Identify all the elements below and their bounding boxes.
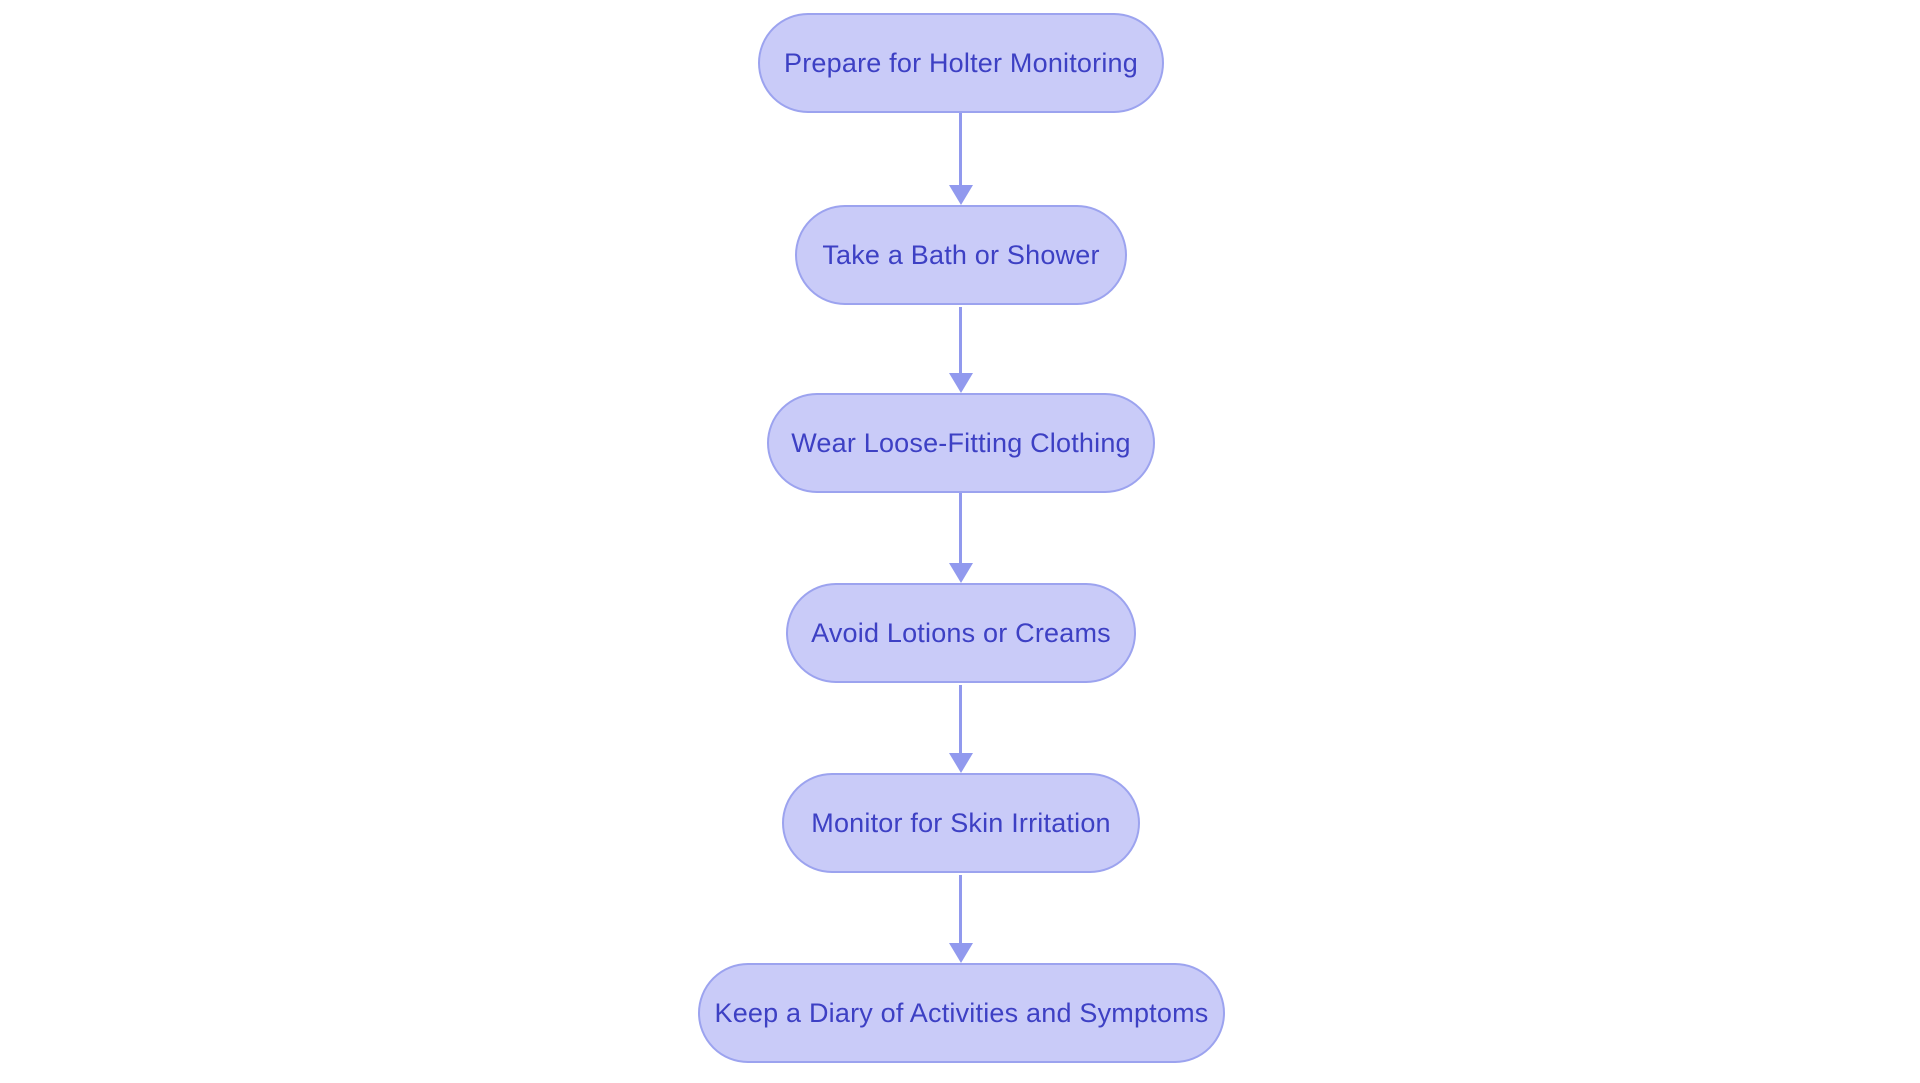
flow-node-label: Prepare for Holter Monitoring bbox=[784, 47, 1138, 78]
arrow-line bbox=[959, 113, 962, 187]
flow-node-take-a-bath-or-shower: Take a Bath or Shower bbox=[795, 205, 1127, 305]
flow-node-keep-a-diary-of-activities-and-symptoms: Keep a Diary of Activities and Symptoms bbox=[698, 963, 1225, 1063]
flow-arrow-3 bbox=[949, 493, 973, 583]
flow-arrow-5 bbox=[949, 875, 973, 963]
arrow-down-icon bbox=[949, 185, 973, 205]
flow-node-monitor-for-skin-irritation: Monitor for Skin Irritation bbox=[782, 773, 1140, 873]
flow-node-avoid-lotions-or-creams: Avoid Lotions or Creams bbox=[786, 583, 1136, 683]
flow-node-label: Monitor for Skin Irritation bbox=[811, 807, 1111, 838]
flow-node-label: Keep a Diary of Activities and Symptoms bbox=[714, 997, 1209, 1028]
flow-arrow-1 bbox=[949, 113, 973, 205]
flow-node-wear-loose-fitting-clothing: Wear Loose-Fitting Clothing bbox=[767, 393, 1155, 493]
arrow-line bbox=[959, 307, 962, 375]
arrow-down-icon bbox=[949, 563, 973, 583]
flow-node-label: Wear Loose-Fitting Clothing bbox=[791, 427, 1131, 458]
flow-arrow-2 bbox=[949, 307, 973, 393]
flow-node-label: Avoid Lotions or Creams bbox=[811, 617, 1111, 648]
arrow-down-icon bbox=[949, 373, 973, 393]
arrow-line bbox=[959, 493, 962, 565]
arrow-line bbox=[959, 875, 962, 945]
flow-arrow-4 bbox=[949, 685, 973, 773]
flow-node-label: Take a Bath or Shower bbox=[822, 239, 1100, 270]
arrow-line bbox=[959, 685, 962, 755]
arrow-down-icon bbox=[949, 943, 973, 963]
flow-node-prepare-for-holter-monitoring: Prepare for Holter Monitoring bbox=[758, 13, 1164, 113]
arrow-down-icon bbox=[949, 753, 973, 773]
